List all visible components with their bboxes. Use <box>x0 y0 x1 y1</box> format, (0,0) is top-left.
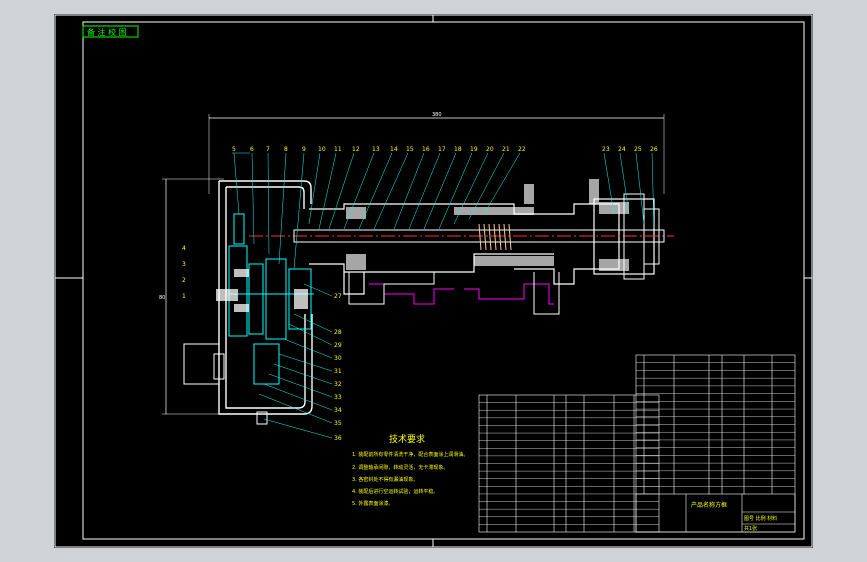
title-block <box>635 493 796 533</box>
dim-height-text: 80 <box>159 295 165 301</box>
end-cap-right <box>623 193 660 280</box>
svg-text:5. 外露表面涂漆。: 5. 外露表面涂漆。 <box>352 500 393 507</box>
svg-text:11: 11 <box>334 146 342 153</box>
svg-text:7: 7 <box>266 146 270 153</box>
drawing-sheet: 备 注 校 图 380 80 <box>54 14 813 548</box>
svg-text:34: 34 <box>334 407 342 414</box>
svg-text:26: 26 <box>650 146 658 153</box>
title-block-name: 产品名称方框 <box>691 501 727 509</box>
svg-text:32: 32 <box>334 381 342 388</box>
svg-text:29: 29 <box>334 342 342 349</box>
svg-text:18: 18 <box>454 146 462 153</box>
svg-text:4: 4 <box>182 245 186 252</box>
svg-text:1. 装配前所有零件清洗干净，配合表面涂上润滑油。: 1. 装配前所有零件清洗干净，配合表面涂上润滑油。 <box>352 451 468 458</box>
gearbox-housing <box>218 180 313 415</box>
svg-text:14: 14 <box>390 146 398 153</box>
motor-flange <box>213 353 225 380</box>
svg-text:3: 3 <box>182 261 186 268</box>
svg-text:8: 8 <box>284 146 288 153</box>
svg-text:1: 1 <box>182 293 186 300</box>
part-labels-top: 5 6 7 8 9 10 11 12 13 14 15 16 17 18 19 … <box>232 146 658 153</box>
hatched-gears <box>216 269 308 312</box>
parts-table-right-rows <box>636 362 795 487</box>
svg-text:9: 9 <box>302 146 306 153</box>
part-labels-right: 27 28 29 30 31 32 33 34 35 36 <box>334 293 342 442</box>
svg-text:15: 15 <box>406 146 414 153</box>
svg-text:30: 30 <box>334 355 342 362</box>
svg-text:6: 6 <box>250 146 254 153</box>
svg-text:27: 27 <box>334 293 342 300</box>
inner-frame <box>82 21 805 540</box>
motor-stub <box>183 343 220 385</box>
svg-text:22: 22 <box>518 146 526 153</box>
svg-text:13: 13 <box>372 146 380 153</box>
leader-lines-top <box>232 152 655 270</box>
svg-text:36: 36 <box>334 435 342 442</box>
title-block-sub: 图号 比例 材料 <box>744 515 777 522</box>
tech-items: 1. 装配前所有零件清洗干净，配合表面涂上润滑油。 2. 调整轴承间隙，转动灵活… <box>352 451 468 507</box>
svg-text:33: 33 <box>334 394 342 401</box>
slide-ways <box>369 283 554 305</box>
svg-text:23: 23 <box>602 146 610 153</box>
svg-text:28: 28 <box>334 329 342 336</box>
svg-text:2. 调整轴承间隙，转动灵活，无卡滞现象。: 2. 调整轴承间隙，转动灵活，无卡滞现象。 <box>352 464 448 471</box>
svg-text:2: 2 <box>182 277 186 284</box>
svg-text:16: 16 <box>422 146 430 153</box>
bracket-right <box>533 272 560 315</box>
part-labels-left: 4 3 2 1 <box>182 245 186 300</box>
spring-coils <box>478 223 512 251</box>
svg-text:20: 20 <box>486 146 494 153</box>
stamp-text: 备 注 校 图 <box>87 27 127 37</box>
drain-plug <box>256 411 268 425</box>
svg-text:31: 31 <box>334 368 342 375</box>
svg-text:21: 21 <box>502 146 510 153</box>
svg-text:17: 17 <box>438 146 446 153</box>
svg-text:10: 10 <box>318 146 326 153</box>
housing-hatch <box>346 179 629 271</box>
svg-text:35: 35 <box>334 420 342 427</box>
svg-text:5: 5 <box>232 146 236 153</box>
svg-text:25: 25 <box>634 146 642 153</box>
tech-title: 技术要求 <box>389 433 425 445</box>
svg-text:12: 12 <box>352 146 360 153</box>
svg-text:4. 装配后进行空运转试验，运转平稳。: 4. 装配后进行空运转试验，运转平稳。 <box>352 488 438 495</box>
dim-overall-text: 380 <box>432 112 442 118</box>
svg-text:3. 各密封处不得有漏油现象。: 3. 各密封处不得有漏油现象。 <box>352 476 418 483</box>
stamp-box <box>82 25 139 38</box>
title-block-sheet: 共1张 <box>744 525 757 532</box>
cad-drawing: 备 注 校 图 380 80 <box>54 14 813 548</box>
svg-text:19: 19 <box>470 146 478 153</box>
svg-text:24: 24 <box>618 146 626 153</box>
parts-table-middle-rows <box>479 402 659 525</box>
leader-lines-right <box>258 283 333 439</box>
base-bracket <box>348 272 435 305</box>
